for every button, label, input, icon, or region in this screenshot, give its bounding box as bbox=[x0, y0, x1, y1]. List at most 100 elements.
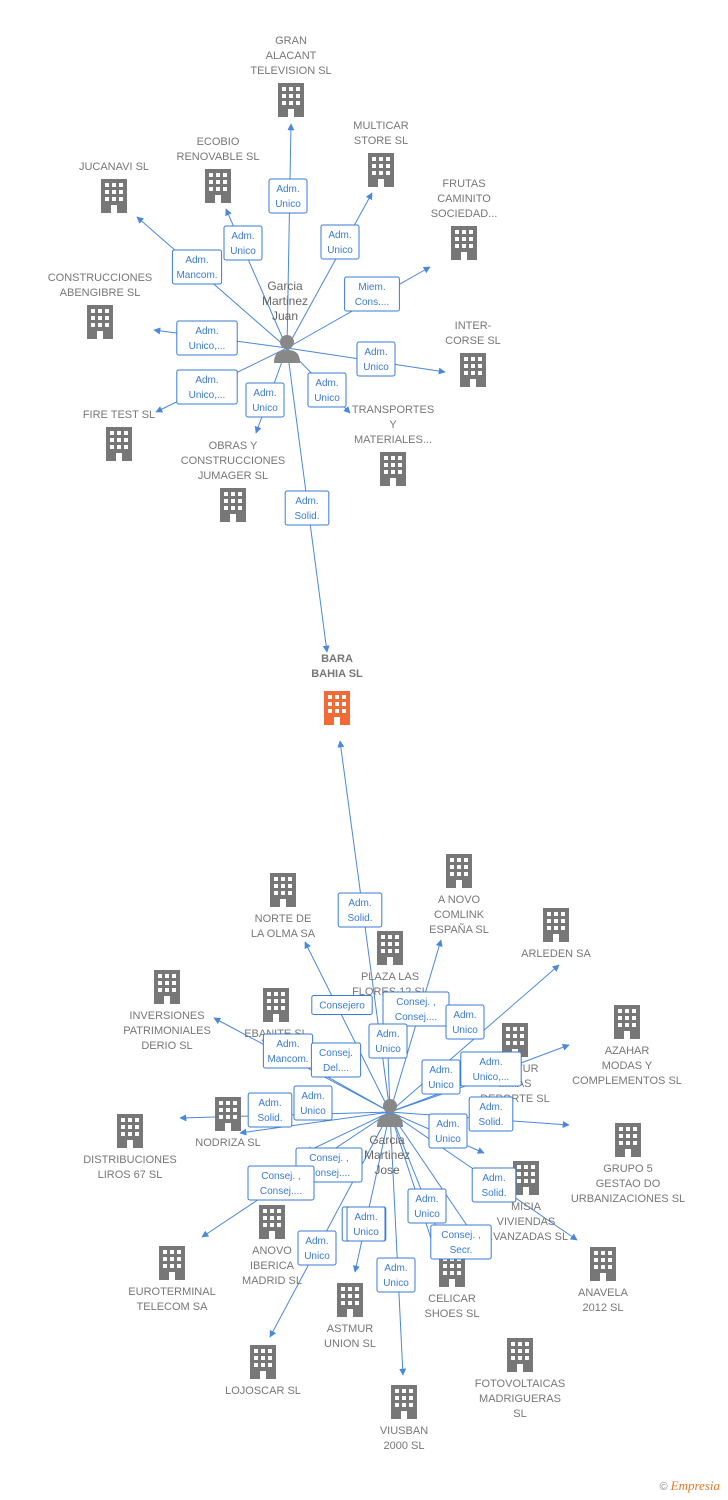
role-box[interactable] bbox=[268, 178, 308, 214]
building-icon[interactable] bbox=[451, 226, 477, 260]
focus-building-icon[interactable] bbox=[324, 691, 350, 725]
role-label[interactable]: Adm.Mancom. bbox=[262, 1033, 314, 1069]
role-box[interactable] bbox=[293, 1085, 333, 1121]
company-node[interactable]: JUCANAVI SL bbox=[79, 161, 149, 213]
building-icon[interactable] bbox=[101, 179, 127, 213]
building-icon[interactable] bbox=[615, 1123, 641, 1157]
building-icon[interactable] bbox=[614, 1005, 640, 1039]
role-label[interactable]: Adm.Unico bbox=[268, 178, 308, 214]
building-icon[interactable] bbox=[377, 931, 403, 965]
role-box[interactable] bbox=[310, 1042, 362, 1078]
role-label[interactable]: Adm.Unico bbox=[421, 1059, 461, 1095]
brand-logo[interactable]: Empresia bbox=[670, 1478, 720, 1493]
building-icon[interactable] bbox=[278, 83, 304, 117]
role-label[interactable]: Adm.Unico bbox=[320, 224, 360, 260]
role-box[interactable] bbox=[368, 1023, 408, 1059]
role-label[interactable]: Adm.Mancom. bbox=[171, 249, 223, 285]
role-label[interactable]: Adm.Unico bbox=[407, 1188, 447, 1224]
role-box[interactable] bbox=[337, 892, 383, 928]
role-box[interactable] bbox=[445, 1004, 485, 1040]
building-icon[interactable] bbox=[154, 970, 180, 1004]
role-label[interactable]: Adm.Unico bbox=[368, 1023, 408, 1059]
role-box[interactable] bbox=[356, 341, 396, 377]
building-icon[interactable] bbox=[590, 1247, 616, 1281]
role-label[interactable]: Adm.Unico,... bbox=[460, 1051, 522, 1087]
role-box[interactable] bbox=[307, 372, 347, 408]
role-label[interactable]: Adm.Solid. bbox=[471, 1167, 517, 1203]
role-label[interactable]: Adm.Solid. bbox=[468, 1096, 514, 1132]
building-icon[interactable] bbox=[513, 1161, 539, 1195]
role-label[interactable]: Miem.Cons.... bbox=[344, 276, 400, 312]
building-icon[interactable] bbox=[507, 1338, 533, 1372]
role-label[interactable]: Adm.Solid. bbox=[247, 1092, 293, 1128]
role-box[interactable] bbox=[421, 1059, 461, 1095]
role-label[interactable]: Consej.Del.... bbox=[310, 1042, 362, 1078]
building-icon[interactable] bbox=[270, 873, 296, 907]
role-box[interactable] bbox=[346, 1206, 386, 1242]
role-box[interactable] bbox=[430, 1224, 492, 1260]
building-icon[interactable] bbox=[380, 452, 406, 486]
role-label[interactable]: Adm.Solid. bbox=[284, 490, 330, 526]
role-box[interactable] bbox=[247, 1165, 315, 1201]
role-label[interactable]: Adm.Unico bbox=[245, 382, 285, 418]
building-icon[interactable] bbox=[263, 988, 289, 1022]
role-box[interactable] bbox=[284, 490, 330, 526]
role-label[interactable]: Adm.Unico bbox=[223, 225, 263, 261]
company-node[interactable]: FIRE TEST SL bbox=[83, 409, 155, 461]
role-box[interactable] bbox=[245, 382, 285, 418]
building-icon[interactable] bbox=[543, 908, 569, 942]
building-icon[interactable] bbox=[368, 153, 394, 187]
role-box[interactable] bbox=[468, 1096, 514, 1132]
role-label[interactable]: Consejero bbox=[311, 995, 373, 1015]
role-label[interactable]: Adm.Unico bbox=[356, 341, 396, 377]
role-box[interactable] bbox=[176, 320, 238, 356]
role-box[interactable] bbox=[407, 1188, 447, 1224]
building-icon[interactable] bbox=[250, 1345, 276, 1379]
role-box[interactable] bbox=[471, 1167, 517, 1203]
building-icon[interactable] bbox=[391, 1385, 417, 1419]
role-box[interactable] bbox=[311, 995, 373, 1015]
role-label[interactable]: Consej. ,Secr. bbox=[430, 1224, 492, 1260]
role-label[interactable]: Adm.Unico bbox=[428, 1113, 468, 1149]
building-icon[interactable] bbox=[460, 353, 486, 387]
role-box[interactable] bbox=[247, 1092, 293, 1128]
role-label[interactable]: Adm.Unico,... bbox=[176, 369, 238, 405]
role-box[interactable] bbox=[460, 1051, 522, 1087]
role-label[interactable]: Adm.Unico bbox=[307, 372, 347, 408]
building-icon[interactable] bbox=[215, 1097, 241, 1131]
role-box[interactable] bbox=[376, 1257, 416, 1293]
role-box[interactable] bbox=[320, 224, 360, 260]
building-icon[interactable] bbox=[159, 1246, 185, 1280]
company-node[interactable]: ARLEDEN SA bbox=[521, 908, 592, 960]
role-label[interactable]: Consej. ,Consej.... bbox=[382, 991, 450, 1027]
role-box[interactable] bbox=[223, 225, 263, 261]
company-node[interactable]: LOJOSCAR SL bbox=[225, 1345, 301, 1397]
role-box[interactable] bbox=[344, 276, 400, 312]
building-icon[interactable] bbox=[337, 1283, 363, 1317]
role-box[interactable] bbox=[428, 1113, 468, 1149]
role-label[interactable]: Consej. ,Consej.... bbox=[247, 1165, 315, 1201]
role-label[interactable]: Adm.Solid. bbox=[337, 892, 383, 928]
role-label[interactable]: Adm.Unico bbox=[293, 1085, 333, 1121]
building-icon[interactable] bbox=[205, 169, 231, 203]
building-icon[interactable] bbox=[117, 1114, 143, 1148]
building-icon[interactable] bbox=[220, 488, 246, 522]
role-box[interactable] bbox=[171, 249, 223, 285]
role-label[interactable]: Adm.Unico bbox=[346, 1206, 386, 1242]
company-node[interactable]: EBANITE SL bbox=[244, 988, 308, 1040]
